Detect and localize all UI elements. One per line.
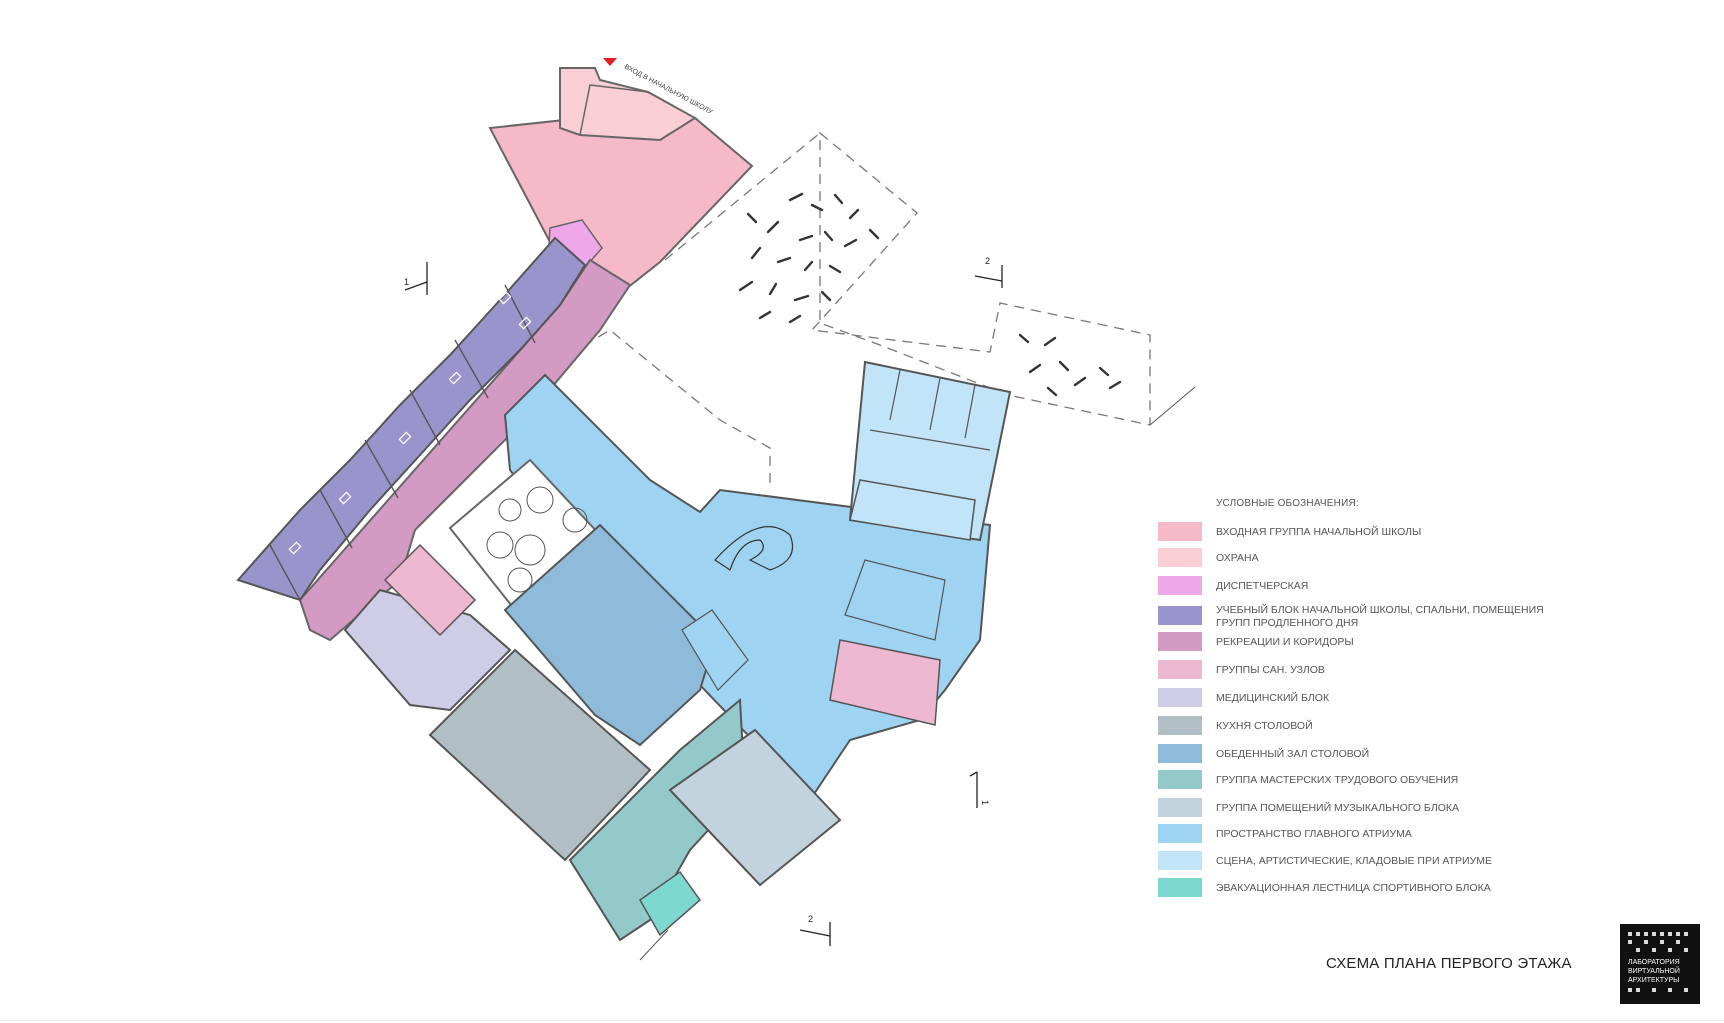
legend-label: ДИСПЕТЧЕРСКАЯ (1216, 580, 1309, 592)
evacuation-stair (639, 870, 702, 937)
legend-swatch (1158, 548, 1202, 567)
legend-item: УЧЕБНЫЙ БЛОК НАЧАЛЬНОЙ ШКОЛЫ, СПАЛЬНИ, П… (1158, 604, 1578, 629)
page-baseline (0, 1020, 1724, 1021)
legend-swatch (1158, 878, 1202, 897)
corridor-recreation (298, 258, 632, 642)
entrance-arrow-icon (603, 58, 617, 66)
legend-swatch (1158, 824, 1202, 843)
section-mark-1-bottom: 1 (969, 771, 990, 808)
legend-label: ЭВАКУАЦИОННАЯ ЛЕСТНИЦА СПОРТИВНОГО БЛОКА (1216, 882, 1491, 894)
kitchen (428, 648, 652, 862)
legend-swatch (1158, 716, 1202, 735)
legend-label: УЧЕБНЫЙ БЛОК НАЧАЛЬНОЙ ШКОЛЫ, СПАЛЬНИ, П… (1216, 604, 1544, 629)
legend-item: ГРУППА ПОМЕЩЕНИЙ МУЗЫКАЛЬНОГО БЛОКА (1158, 798, 1578, 820)
legend-swatch (1158, 770, 1202, 789)
stage-steps (844, 559, 946, 641)
legend-item: ДИСПЕТЧЕРСКАЯ (1158, 576, 1578, 598)
dining-service (681, 609, 749, 691)
legend-item: ОБЕДЕННЫЙ ЗАЛ СТОЛОВОЙ (1158, 744, 1578, 766)
legend-label: ГРУППЫ САН. УЗЛОВ (1216, 664, 1325, 676)
svg-text:2: 2 (985, 256, 990, 266)
legend-swatch (1158, 522, 1202, 541)
music-block (668, 728, 842, 887)
legend-swatch (1158, 606, 1202, 625)
entrance-group: ВХОД В НАЧАЛЬНУЮ ШКОЛУ (488, 58, 754, 302)
legend-swatch (1158, 632, 1202, 651)
legend-label: ОБЕДЕННЫЙ ЗАЛ СТОЛОВОЙ (1216, 748, 1370, 760)
svg-text:2: 2 (808, 914, 813, 924)
legend-swatch (1158, 576, 1202, 595)
legend-swatch (1158, 851, 1202, 870)
legend-item: ВХОДНАЯ ГРУППА НАЧАЛЬНОЙ ШКОЛЫ (1158, 522, 1578, 544)
classroom-block (236, 236, 587, 602)
atrium-stair (714, 526, 794, 571)
plan-caption: СХЕМА ПЛАНА ПЕРВОГО ЭТАЖА (1326, 955, 1572, 972)
legend-swatch (1158, 660, 1202, 679)
legend-item: ПРОСТРАНСТВО ГЛАВНОГО АТРИУМА (1158, 824, 1578, 846)
legend-item: ГРУППА МАСТЕРСКИХ ТРУДОВОГО ОБУЧЕНИЯ (1158, 770, 1578, 792)
svg-text:1: 1 (980, 800, 990, 805)
legend-label: СЦЕНА, АРТИСТИЧЕСКИЕ, КЛАДОВЫЕ ПРИ АТРИУ… (1216, 855, 1492, 867)
stage-block (829, 360, 1012, 726)
legend-label: РЕКРЕАЦИИ И КОРИДОРЫ (1216, 636, 1354, 648)
legend-item: ОХРАНА (1158, 548, 1578, 570)
legend-item: СЦЕНА, АРТИСТИЧЕСКИЕ, КЛАДОВЫЕ ПРИ АТРИУ… (1158, 851, 1578, 873)
legend-label: ВХОДНАЯ ГРУППА НАЧАЛЬНОЙ ШКОЛЫ (1216, 526, 1422, 538)
section-mark-2-top: 2 (974, 256, 1003, 288)
legend-item: ГРУППЫ САН. УЗЛОВ (1158, 660, 1578, 682)
legend-label: ГРУППА ПОМЕЩЕНИЙ МУЗЫКАЛЬНОГО БЛОКА (1216, 802, 1460, 814)
legend-swatch (1158, 688, 1202, 707)
legend-label: МЕДИЦИНСКИЙ БЛОК (1216, 692, 1330, 704)
section-mark-2-bottom: 2 (799, 914, 831, 946)
legend-swatch (1158, 798, 1202, 817)
sanitary-group-left (383, 543, 477, 637)
logo-line-2: ВИРТУАЛЬНОЙ (1628, 966, 1680, 975)
legend-title: УСЛОВНЫЕ ОБОЗНАЧЕНИЯ: (1216, 498, 1359, 509)
legend-label: ГРУППА МАСТЕРСКИХ ТРУДОВОГО ОБУЧЕНИЯ (1216, 774, 1459, 786)
legend-label: ОХРАНА (1216, 552, 1259, 564)
legend-item: РЕКРЕАЦИИ И КОРИДОРЫ (1158, 632, 1578, 654)
medical-block (343, 588, 512, 712)
legend-label: КУХНЯ СТОЛОВОЙ (1216, 720, 1313, 732)
entrance-vestibule (559, 67, 697, 142)
legend-label: ПРОСТРАНСТВО ГЛАВНОГО АТРИУМА (1216, 828, 1412, 840)
legend-swatch (1158, 744, 1202, 763)
sanitary-group-right (829, 639, 941, 726)
lab-logo: ЛАБОРАТОРИЯ ВИРТУАЛЬНОЙ АРХИТЕКТУРЫ (1620, 924, 1700, 1004)
svg-text:1: 1 (404, 277, 409, 287)
section-mark-1: 1 (404, 262, 428, 295)
dining-hall (503, 523, 717, 747)
site-lines (639, 386, 1196, 961)
logo-line-1: ЛАБОРАТОРИЯ (1628, 959, 1680, 966)
yard-marks (738, 192, 1122, 397)
legend-item: МЕДИЦИНСКИЙ БЛОК (1158, 688, 1578, 710)
logo-line-3: АРХИТЕКТУРЫ (1628, 977, 1679, 984)
legend-item: ЭВАКУАЦИОННАЯ ЛЕСТНИЦА СПОРТИВНОГО БЛОКА (1158, 878, 1578, 900)
legend-item: КУХНЯ СТОЛОВОЙ (1158, 716, 1578, 738)
